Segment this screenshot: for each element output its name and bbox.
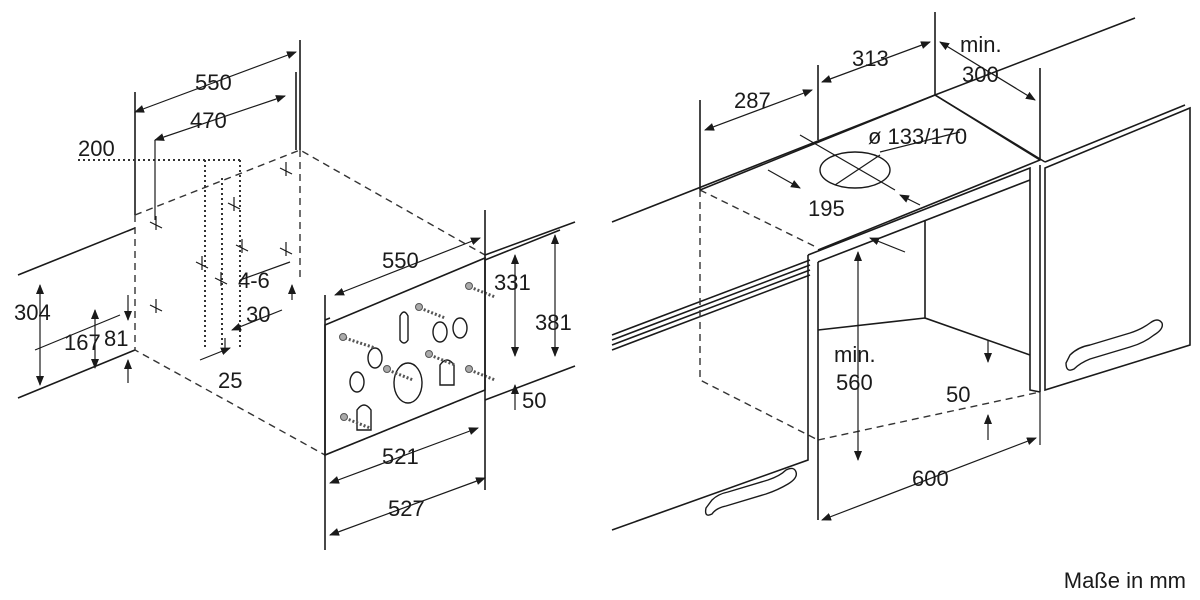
dim-height-381: 381 [535,310,572,335]
dim-height-81: 81 [104,326,128,351]
dim-min-label-2: min. [834,342,876,367]
dim-front-width: 550 [382,248,419,273]
dim-bottom-521: 521 [382,444,419,469]
left-view: 550 470 200 304 167 81 4-6 30 25 550 331… [14,40,576,550]
dim-height-560: 560 [836,370,873,395]
dim-gap-30: 30 [246,302,270,327]
dim-width-top: 550 [195,70,232,95]
dim-inner-width: 470 [190,108,227,133]
dim-depth-287: 287 [734,88,771,113]
dim-diameter: ø 133/170 [868,124,967,149]
dim-height-167: 167 [64,330,101,355]
dim-panel-331: 331 [494,270,531,295]
dim-dist-195: 195 [808,196,845,221]
dim-depth-313: 313 [852,46,889,71]
dim-width-600: 600 [912,466,949,491]
dim-offset-200: 200 [78,136,115,161]
dim-bottom-50: 50 [522,388,546,413]
units-label: Maße in mm [1063,568,1186,593]
dim-gap-25: 25 [218,368,242,393]
dim-range-4-6: 4-6 [238,268,270,293]
dim-bottom-527: 527 [388,496,425,521]
right-view: 287 313 min. 300 ø 133/170 195 min. 560 … [611,12,1191,531]
dim-height-304: 304 [14,300,51,325]
dim-gap-50: 50 [946,382,970,407]
dim-min-300: 300 [962,62,999,87]
dim-min-label: min. [960,32,1002,57]
